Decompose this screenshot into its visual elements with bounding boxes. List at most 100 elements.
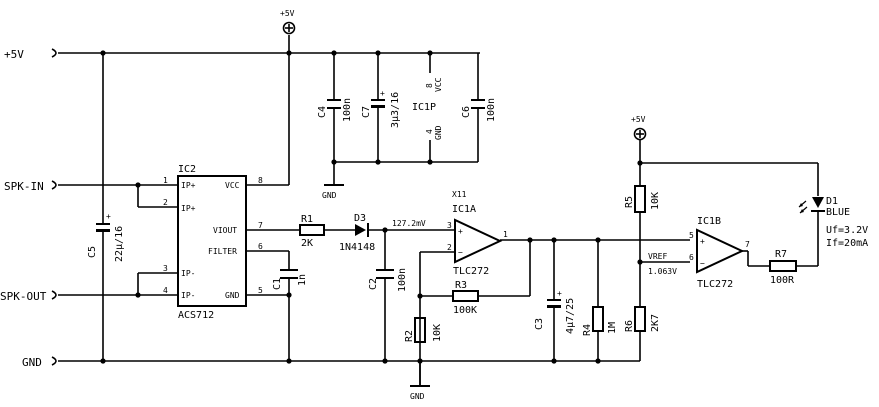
annotation-v-mid: 127.2mV bbox=[392, 219, 426, 228]
port-plus5v: +5V bbox=[4, 48, 57, 61]
resistor-r3: R3 100K bbox=[452, 280, 479, 316]
svg-text:IC1A: IC1A bbox=[452, 204, 476, 215]
opamp-ic1a: + − X11 IC1A TLC272 3 2 1 bbox=[447, 190, 508, 277]
svg-text:IP-: IP- bbox=[181, 269, 195, 278]
svg-text:4: 4 bbox=[163, 286, 168, 295]
capacitor-c7: + C7 3μ3/16 bbox=[361, 89, 401, 128]
svg-text:ACS712: ACS712 bbox=[178, 310, 214, 321]
svg-text:6: 6 bbox=[258, 242, 263, 251]
svg-text:IP+: IP+ bbox=[181, 181, 196, 190]
svg-text:BLUE: BLUE bbox=[826, 207, 850, 218]
vcc-symbol-right: +5V bbox=[631, 115, 647, 141]
svg-text:2: 2 bbox=[163, 198, 168, 207]
svg-text:7: 7 bbox=[258, 221, 263, 230]
svg-text:1N4148: 1N4148 bbox=[339, 242, 375, 253]
svg-text:100R: 100R bbox=[770, 275, 795, 286]
wires bbox=[58, 35, 819, 386]
resistor-r6: R6 2K7 bbox=[624, 306, 661, 332]
svg-text:Uf=3.2V: Uf=3.2V bbox=[826, 225, 868, 236]
svg-text:2: 2 bbox=[447, 243, 452, 252]
svg-text:C7: C7 bbox=[361, 106, 372, 118]
port-gnd: GND bbox=[22, 356, 57, 369]
svg-text:4μ7/25: 4μ7/25 bbox=[565, 298, 576, 334]
svg-text:R2: R2 bbox=[404, 330, 415, 342]
port-spk-out: SPK-OUT bbox=[0, 290, 57, 303]
svg-text:C3: C3 bbox=[534, 318, 545, 330]
svg-text:FILTER: FILTER bbox=[208, 247, 237, 256]
svg-text:−: − bbox=[458, 248, 463, 257]
svg-text:22μ/16: 22μ/16 bbox=[114, 226, 125, 262]
svg-text:R4: R4 bbox=[582, 324, 593, 336]
svg-text:100n: 100n bbox=[486, 98, 497, 122]
svg-text:1n: 1n bbox=[297, 274, 308, 286]
svg-text:+: + bbox=[557, 289, 562, 298]
svg-text:C1: C1 bbox=[272, 278, 283, 290]
svg-text:4: 4 bbox=[425, 129, 434, 134]
resistor-r7: R7 100R bbox=[769, 249, 797, 286]
svg-text:1M: 1M bbox=[607, 322, 618, 334]
capacitor-c1: C1 1n bbox=[272, 269, 308, 290]
svg-text:+5V: +5V bbox=[4, 48, 24, 61]
capacitor-c4: C4 100n bbox=[317, 98, 353, 122]
resistor-r5: R5 10K bbox=[624, 185, 661, 213]
svg-text:IC2: IC2 bbox=[178, 164, 196, 175]
resistor-r2: R2 10K bbox=[404, 317, 443, 343]
svg-text:GND: GND bbox=[322, 191, 337, 200]
svg-text:6: 6 bbox=[689, 253, 694, 262]
svg-text:GND: GND bbox=[410, 392, 425, 401]
svg-text:−: − bbox=[700, 259, 705, 268]
diode-d3: D3 1N4148 bbox=[339, 213, 375, 253]
vcc-symbol-top: +5V bbox=[280, 9, 296, 35]
svg-text:1: 1 bbox=[163, 176, 168, 185]
junctions bbox=[100, 50, 643, 364]
svg-text:VIOUT: VIOUT bbox=[213, 226, 237, 235]
svg-text:IC1P: IC1P bbox=[412, 102, 436, 113]
svg-text:2K: 2K bbox=[301, 238, 313, 249]
svg-text:+: + bbox=[458, 227, 463, 236]
svg-text:IC1B: IC1B bbox=[697, 216, 721, 227]
svg-text:C4: C4 bbox=[317, 106, 328, 118]
svg-text:+: + bbox=[106, 212, 111, 221]
annotation-vref: VREF bbox=[648, 252, 667, 261]
svg-text:5: 5 bbox=[689, 231, 694, 240]
svg-text:100n: 100n bbox=[342, 98, 353, 122]
svg-text:+5V: +5V bbox=[280, 9, 295, 18]
svg-text:IP+: IP+ bbox=[181, 204, 196, 213]
svg-text:R5: R5 bbox=[624, 196, 635, 208]
svg-text:+5V: +5V bbox=[631, 115, 646, 124]
svg-text:D1: D1 bbox=[826, 196, 838, 207]
capacitor-c5: + C5 22μ/16 bbox=[87, 212, 125, 262]
svg-text:3μ3/16: 3μ3/16 bbox=[390, 92, 401, 128]
gnd-symbol-1: GND bbox=[322, 184, 344, 200]
svg-text:3: 3 bbox=[447, 221, 452, 230]
svg-text:TLC272: TLC272 bbox=[697, 279, 733, 290]
svg-text:C2: C2 bbox=[368, 278, 379, 290]
svg-text:8: 8 bbox=[258, 176, 263, 185]
svg-text:R6: R6 bbox=[624, 320, 635, 332]
svg-text:R7: R7 bbox=[775, 249, 787, 260]
svg-text:C5: C5 bbox=[87, 246, 98, 258]
resistor-r4: R4 1M bbox=[582, 306, 618, 336]
svg-text:8: 8 bbox=[425, 83, 434, 88]
annotation-vref-value: 1.063V bbox=[648, 267, 677, 276]
svg-text:VCC: VCC bbox=[225, 181, 240, 190]
port-spk-in: SPK-IN bbox=[4, 180, 57, 193]
svg-text:7: 7 bbox=[745, 240, 750, 249]
capacitor-c3: + C3 4μ7/25 bbox=[534, 289, 576, 334]
svg-text:IP-: IP- bbox=[181, 291, 195, 300]
svg-text:100n: 100n bbox=[397, 268, 408, 292]
svg-text:SPK-IN: SPK-IN bbox=[4, 180, 44, 193]
svg-text:2K7: 2K7 bbox=[650, 314, 661, 332]
svg-text:R1: R1 bbox=[301, 214, 313, 225]
svg-text:+: + bbox=[700, 237, 705, 246]
svg-text:VCC: VCC bbox=[434, 77, 443, 92]
svg-text:GND: GND bbox=[434, 125, 443, 140]
svg-text:X11: X11 bbox=[452, 190, 467, 199]
svg-text:5: 5 bbox=[258, 286, 263, 295]
opamp-ic1b: + − IC1B TLC272 5 6 7 bbox=[689, 216, 750, 290]
svg-text:GND: GND bbox=[225, 291, 240, 300]
capacitor-c2: C2 100n bbox=[368, 268, 408, 292]
svg-text:C6: C6 bbox=[461, 106, 472, 118]
resistor-r1: R1 2K bbox=[299, 214, 325, 249]
